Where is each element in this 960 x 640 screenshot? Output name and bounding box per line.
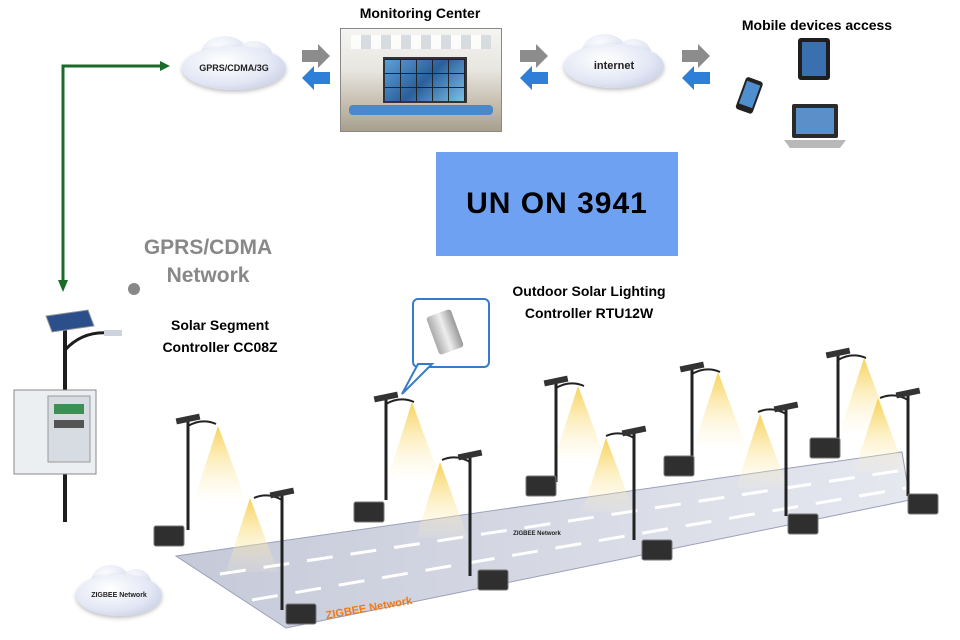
controller-box-icon: [907, 493, 939, 515]
gprs-network-line-2: Network: [166, 264, 250, 287]
street-lamp-icon: [543, 375, 606, 482]
tablet-icon: [798, 38, 830, 80]
zigbee-cloud-left-label: ZIGBEE Network: [91, 591, 147, 599]
mobile-devices-title: Mobile devices access: [741, 17, 893, 33]
street-lamp-icon: [679, 361, 746, 462]
phone-icon: [735, 77, 763, 114]
controller-box-icon: [285, 603, 317, 625]
monitoring-center-image: [340, 28, 502, 132]
rtu-controller-label: Outdoor Solar Lighting Controller RTU12W: [484, 280, 694, 324]
antenna-dot: [128, 283, 140, 295]
controller-box-icon: [663, 455, 695, 477]
street-lamp-icon: [416, 449, 483, 576]
gprs-cloud: GPRS/CDMA/3G: [182, 36, 286, 90]
street-lamp-icon: [582, 425, 647, 540]
controller-box-icon: [525, 475, 557, 497]
controller-box-icon: [477, 569, 509, 591]
street-lamp-icon: [373, 391, 440, 500]
road: [174, 451, 911, 629]
internet-cloud-label: internet: [593, 60, 635, 72]
street-lamp-icon: [736, 401, 799, 516]
arrows-monitor-internet: [520, 44, 548, 90]
gprs-network-label: GPRS/CDMA Network: [138, 234, 278, 290]
monitoring-center-title: Monitoring Center: [359, 5, 481, 21]
zigbee-cloud-road-label: ZIGBEE Network: [513, 531, 561, 537]
ssc-line-1: Solar Segment: [170, 317, 270, 333]
rtu-callout: [412, 298, 490, 368]
rtu-line-2: Controller RTU12W: [524, 305, 654, 321]
street-lamps: [175, 347, 921, 610]
zigbee-cloud-left: ZIGBEE Network: [76, 564, 162, 616]
controller-box-icon: [787, 513, 819, 535]
green-uplink: [58, 61, 170, 292]
controller-box-icon: [809, 437, 841, 459]
street-lamp-icon: [226, 487, 295, 610]
callout-pointer: [401, 363, 435, 395]
banner-box: UN ON 3941: [436, 152, 678, 256]
street-lamp-icon: [175, 413, 246, 530]
laptop-icon: [784, 104, 846, 148]
ssc-line-2: Controller CC08Z: [162, 339, 278, 355]
gprs-network-line-1: GPRS/CDMA: [143, 236, 273, 259]
ceiling-lights: [351, 35, 491, 49]
controller-box-icon: [153, 525, 185, 547]
rtu-line-1: Outdoor Solar Lighting: [512, 283, 666, 299]
arrows-gprs-monitor: [302, 44, 330, 90]
solar-segment-controller-label: Solar Segment Controller CC08Z: [140, 314, 300, 358]
video-wall: [383, 57, 467, 103]
controller-box-icon: [641, 539, 673, 561]
control-cabinet-icon: [13, 309, 122, 522]
controller-box-icon: [353, 501, 385, 523]
controller-boxes: [153, 437, 939, 625]
control-desk: [349, 105, 493, 115]
arrows-internet-mobile: [682, 44, 710, 90]
street-lamp-icon: [854, 387, 921, 496]
gprs-cloud-label: GPRS/CDMA/3G: [199, 63, 269, 73]
